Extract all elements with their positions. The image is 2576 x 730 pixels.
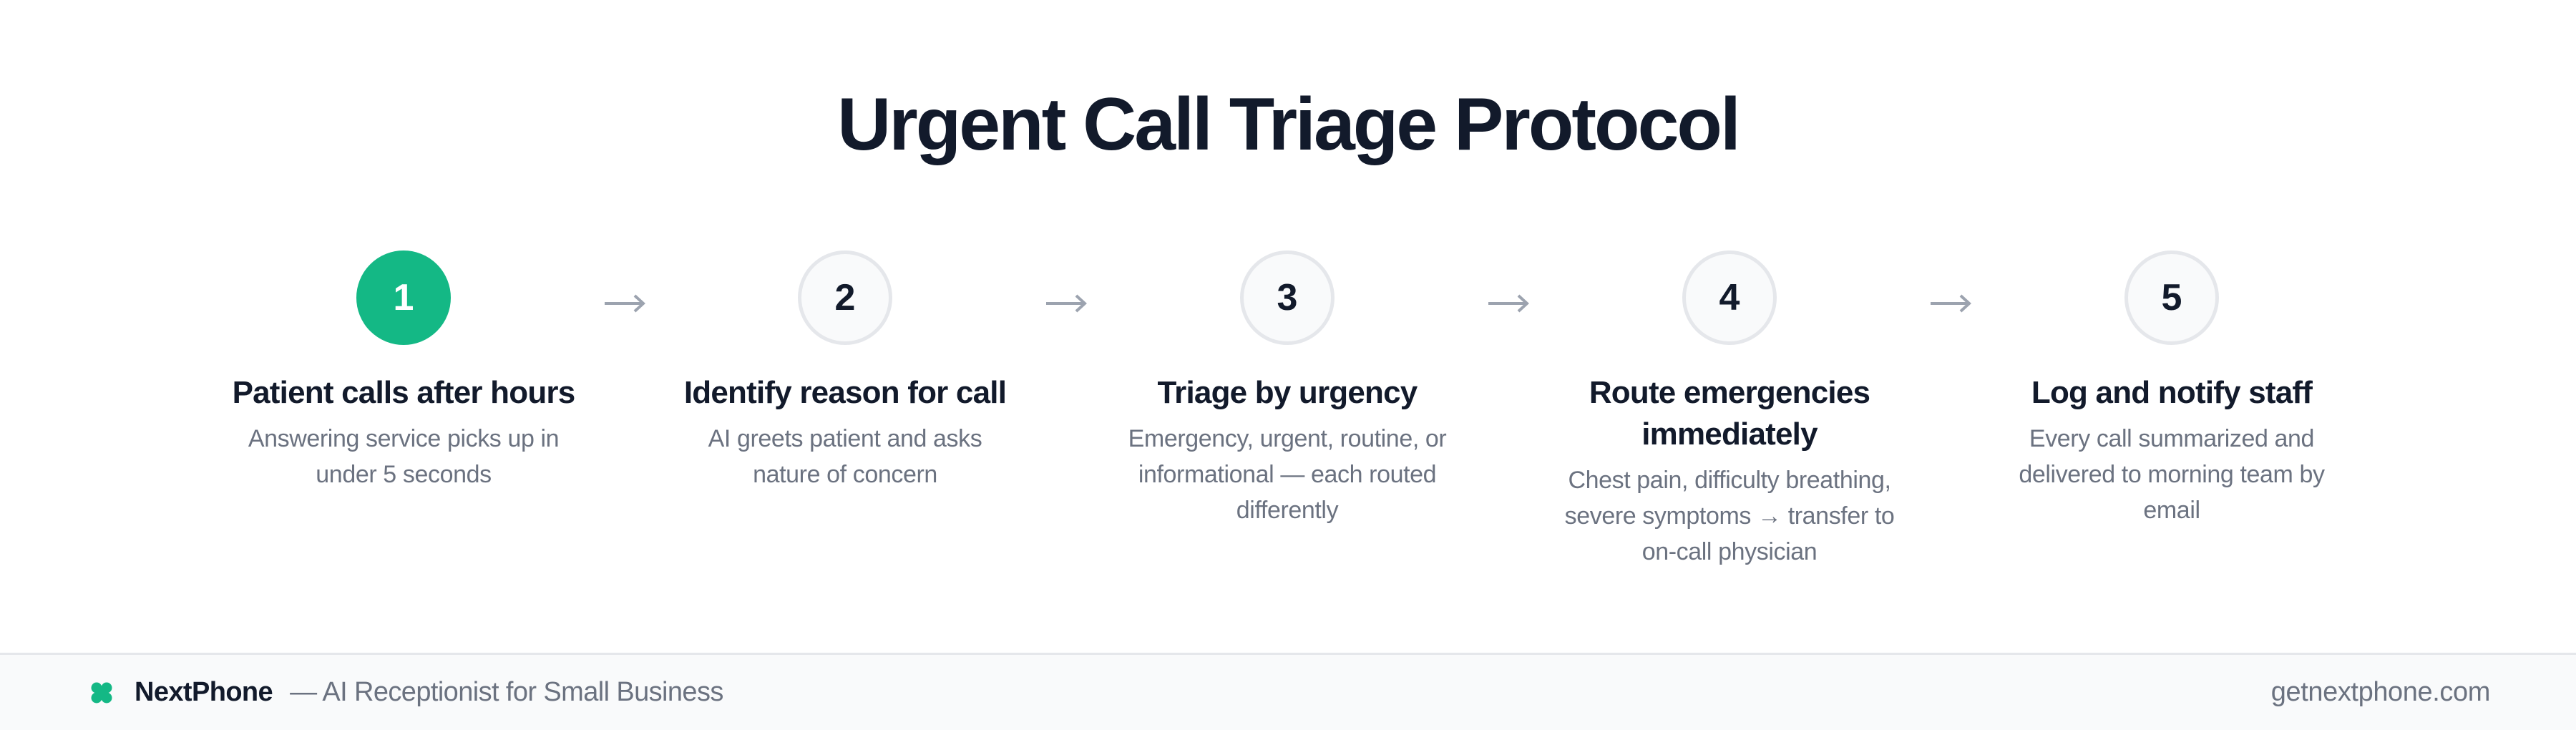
right-arrow-icon [1045,286,1088,321]
step-heading-line: Patient calls after hours [232,375,576,410]
step-heading: Route emergencies immediately [1529,372,1930,455]
step-description: Every call summarized and delivered to m… [1971,421,2372,528]
step-number-badge: 2 [798,250,892,345]
step-5: 5 Log and notify staff Every call summar… [1971,250,2372,528]
step-4: 4 Route emergencies immediately Chest pa… [1529,250,1930,570]
step-heading-line: immediately [1641,417,1818,452]
step-heading-line: Log and notify staff [2031,375,2313,410]
step-description-line: Emergency, urgent, routine, or [1128,425,1447,452]
step-heading-line: Route emergencies [1589,375,1870,410]
step-heading: Log and notify staff [1971,372,2372,414]
step-description-line: Every call summarized and [2029,425,2315,452]
step-description-line: informational — each routed [1138,461,1437,488]
step-heading: Triage by urgency [1087,372,1488,414]
step-3: 3 Triage by urgency Emergency, urgent, r… [1087,250,1488,528]
step-number-badge: 4 [1682,250,1777,345]
step-description-line: on-call physician [1641,538,1818,565]
step-description: Emergency, urgent, routine, or informati… [1087,421,1488,528]
step-description-line: email [2143,497,2200,524]
step-heading: Patient calls after hours [203,372,604,414]
step-description-line: nature of concern [753,461,937,488]
step-number-badge: 5 [2124,250,2219,345]
step-heading-line: Triage by urgency [1157,375,1418,410]
right-arrow-icon [1929,286,1972,321]
step-description-line: AI greets patient and asks [708,425,982,452]
step-description: Answering service picks up in under 5 se… [203,421,604,492]
right-arrow-icon [1487,286,1530,321]
brand-name: NextPhone [135,677,273,707]
step-description-line: severe symptoms → transfer to [1564,502,1895,530]
footer: NextPhone — AI Receptionist for Small Bu… [0,653,2576,730]
step-number-badge: 1 [356,250,451,345]
website-link[interactable]: getnextphone.com [2270,677,2491,707]
step-heading-line: Identify reason for call [683,375,1007,410]
clover-logo-icon [91,682,112,703]
step-description-line: Chest pain, difficulty breathing, [1568,467,1891,494]
step-2: 2 Identify reason for call AI greets pat… [645,250,1045,492]
step-description-line: Answering service picks up in [248,425,560,452]
page-title: Urgent Call Triage Protocol [837,83,1741,166]
step-heading: Identify reason for call [645,372,1045,414]
step-number-badge: 3 [1240,250,1335,345]
step-description-line: differently [1236,497,1339,524]
brand-tagline: — AI Receptionist for Small Business [290,677,723,707]
step-description: AI greets patient and asks nature of con… [645,421,1045,492]
right-arrow-icon [603,286,646,321]
step-description-line: under 5 seconds [316,461,492,488]
step-description-line: delivered to morning team by [2019,461,2325,488]
step-description: Chest pain, difficulty breathing, severe… [1529,462,1930,570]
footer-brand: NextPhone — AI Receptionist for Small Bu… [90,655,723,730]
step-1: 1 Patient calls after hours Answering se… [203,250,604,492]
